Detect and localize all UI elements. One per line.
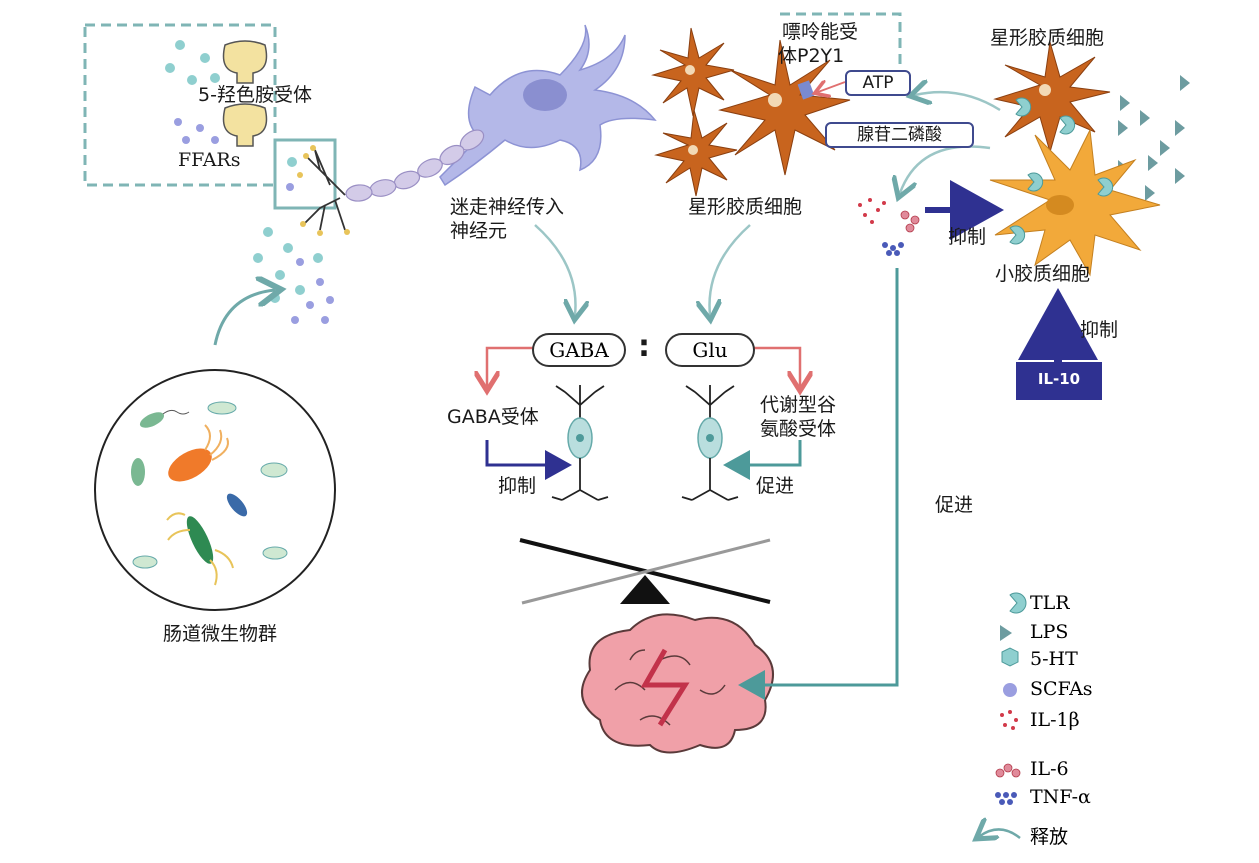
arrow-neuron-to-gaba	[534, 224, 576, 315]
legend-il1b: IL-1β	[1030, 709, 1080, 731]
legend-il6: IL-6	[1030, 758, 1069, 780]
synapse-zoom-box	[273, 138, 337, 210]
label-p2y1-2: 体P2Y1	[778, 45, 845, 67]
il1b-icon	[1000, 710, 1018, 730]
arrow-cytokine-to-brain	[738, 268, 899, 700]
adp-box: 腺苷二磷酸	[825, 122, 974, 148]
5ht-particles	[165, 40, 297, 167]
legend-lps: LPS	[1030, 621, 1069, 643]
cytokine-cluster-icon	[858, 198, 920, 256]
label-vagal-neuron-2: 神经元	[450, 220, 508, 242]
label-ffars: FFARs	[178, 149, 241, 171]
arrow-atp-to-p2y1	[818, 82, 846, 92]
label-inhibit-microglia: 抑制	[948, 226, 987, 248]
gaba-oval: GABA	[532, 333, 626, 367]
tlr-icon	[1009, 592, 1027, 614]
arrow-promote-glu	[723, 440, 802, 480]
glu-oval: Glu	[665, 333, 755, 367]
release-arrow-icon	[980, 829, 1021, 838]
ffar-receptor-icon	[222, 103, 268, 147]
postsynaptic-neuron-left	[551, 385, 609, 501]
label-vagal-neuron-1: 迷走神经传入	[450, 196, 565, 218]
purinergic-zoom-box	[780, 12, 902, 68]
label-mglur-1: 代谢型谷	[760, 394, 837, 416]
label-inhibit-il10: 抑制	[1080, 319, 1119, 341]
lps-particles	[1118, 75, 1190, 201]
legend-tlr: TLR	[1030, 592, 1070, 614]
tlr-receptors-astrocyte	[1015, 97, 1076, 135]
il6-icon	[995, 763, 1021, 778]
5ht-receptor-icon	[222, 40, 268, 84]
astrocyte-right-icon	[993, 41, 1111, 154]
legend-release: 释放	[1030, 826, 1069, 848]
released-particles	[253, 227, 334, 324]
arrow-gaba-to-receptor	[487, 346, 540, 386]
legend-5ht: 5-HT	[1030, 648, 1078, 670]
legend-tnfa: TNF-α	[1030, 786, 1091, 808]
brain-icon	[581, 613, 774, 754]
il10-box: IL-10	[1016, 362, 1102, 400]
arrow-astrocyte-to-atp	[915, 92, 1001, 112]
arrow-microglia-to-cytokines	[900, 145, 991, 193]
tlr-receptors-microglia	[1009, 172, 1114, 245]
bacteria-icons	[131, 401, 288, 586]
arrow-inhibit-gaba	[485, 440, 572, 480]
astrocyte-nuclei	[685, 65, 782, 155]
label-astrocyte-top: 星形胶质细胞	[990, 27, 1105, 49]
ratio-colon: :	[638, 329, 650, 364]
5ht-icon	[1001, 647, 1019, 667]
p2y1-receptor-icon	[797, 80, 815, 100]
label-promote-glu: 促进	[756, 475, 795, 497]
arrow-astrocyte-to-glu	[710, 224, 751, 315]
label-p2y1-1: 嘌呤能受	[782, 21, 859, 43]
legend-scfas: SCFAs	[1030, 678, 1093, 700]
label-astrocyte-mid: 星形胶质细胞	[688, 196, 803, 218]
balance-seesaw-icon	[519, 538, 771, 605]
tnfa-icon	[995, 792, 1017, 805]
label-mglur-2: 氨酸受体	[760, 418, 837, 440]
microglia-icon	[989, 128, 1161, 277]
arrow-glu-to-mglur	[752, 346, 800, 386]
vagal-neuron-icon	[297, 24, 657, 236]
scfas-icon	[1003, 683, 1017, 697]
label-gut-microbiota: 肠道微生物群	[163, 623, 278, 645]
legend-icons	[980, 592, 1027, 838]
postsynaptic-neuron-right	[681, 385, 739, 501]
scfa-particles	[174, 118, 294, 191]
label-promote-cytokine: 促进	[935, 494, 974, 516]
astrocyte-right-nucleus	[1039, 84, 1051, 96]
lps-icon	[1000, 625, 1012, 641]
label-microglia: 小胶质细胞	[995, 263, 1091, 285]
label-gaba-receptor: GABA受体	[447, 406, 539, 428]
release-arrow-gut	[213, 290, 275, 346]
label-inhibit-gaba: 抑制	[498, 475, 537, 497]
label-5ht-receptor: 5-羟色胺受体	[198, 84, 312, 106]
atp-box: ATP	[845, 70, 911, 96]
